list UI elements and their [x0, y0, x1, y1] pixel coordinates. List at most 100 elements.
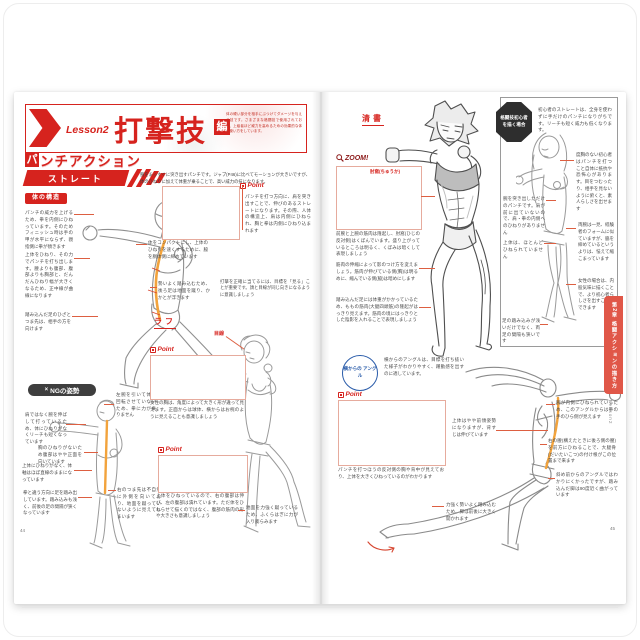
logo-text: ンチアクション: [40, 153, 141, 169]
gaze-label: 目線: [214, 331, 225, 337]
ng-annotation-toe: 右のつま先は不自然に外側を向いており、地面を蹴っていないように見えてしまいます: [117, 487, 161, 519]
annotation-calf: 地面を力強く蹴っているため、ふくらはぎに力が入り膨らみます: [246, 505, 298, 524]
lunge-figure-drawing: [367, 366, 622, 553]
point-icon: [338, 391, 344, 398]
leader-line: [74, 214, 94, 215]
page-stack-edge: [22, 607, 618, 608]
clean-drawing-label: 清書: [362, 113, 384, 126]
annotation-fist-twist: パンチの威力を上げるため、拳を内側にひねっています。そのためフィニッシュ時は手の…: [25, 210, 73, 249]
ng-annotation-pull: 左腕を引いて体を回転させていないため、拳に力が乗りません: [116, 392, 156, 418]
beginner-section-box: [500, 97, 618, 347]
leader-line: [421, 196, 435, 197]
magnifier-icon: [336, 154, 344, 162]
rough-figure-drawing: [222, 334, 311, 533]
beginner-badge: 格闘技初心者を描く場合: [496, 102, 532, 142]
side-angle-text: 横からのアングルは、目標を打ち抜いた様子がわかりやすく、躍動感を出すのに適してい…: [384, 357, 464, 376]
lesson-number: Lesson2: [66, 124, 109, 136]
leader-line: [544, 243, 556, 244]
breast-point-box: [150, 355, 246, 400]
annotation-lean: 上体はやや前傾姿勢になりますが、背すじは伸びています: [452, 418, 496, 437]
leader-line: [540, 324, 548, 325]
leader-line: [548, 478, 555, 479]
annotation-thigh-muscle: 踏み込んだ足には体重がかかっているため、ももの筋肉(大腿四頭筋)の隆起がはっきり…: [336, 297, 418, 323]
point-icon: [240, 182, 246, 189]
elbow-label: 肘窩(ちゅうか): [370, 169, 400, 174]
beginner-annotation-guard: 両腕は一見、経験者のフォームに似ていますが、脇を締めているというよりは、怯えて縮…: [578, 222, 614, 261]
leader-line: [419, 268, 435, 269]
beginner-intro: 初心者のストレートは、全身を使わずに手だけのパンチになりがちです。リーチも短く威…: [538, 107, 612, 133]
beginner-annotation-pigeon: 女性の場合は、内股気味に描くことで、より初心者らしさを出すことができます: [578, 278, 614, 310]
leader-line: [432, 506, 444, 507]
leader-line: [104, 404, 114, 405]
leader-line: [72, 316, 98, 317]
ng-annotation-chest: 胸のひねりがないため腹部はやや正面を向いています: [38, 445, 82, 464]
beginner-annotation-arm-only: 腕を突き出しただけのパンチです。肩が前に出ていないので、肩・拳の内側へのひねりが…: [503, 196, 545, 235]
leader-line: [78, 497, 92, 498]
leader-line: [108, 490, 116, 491]
point-label: Point: [338, 391, 362, 398]
leader-line: [150, 287, 157, 288]
leader-line: [84, 452, 98, 453]
page-stack-edge: [18, 604, 622, 605]
leader-line: [560, 160, 574, 161]
elbow-zoom-box: [336, 166, 422, 230]
annotation-elbow-zoom: 前腕と上腕の筋肉は隆起し、肘窩(ひじの反対側)はくぼんでいます。盛り上がっている…: [336, 231, 420, 257]
section-intro: 腕をまっすぐに突き出すパンチです。ジャブ(P46)に比べてモーションが大きいです…: [140, 172, 310, 185]
leader-line: [496, 430, 548, 431]
beginner-annotation-stance: 足の踏み込みが浅いだけでなく、両足の間隔も狭いです: [502, 318, 540, 344]
point-label: Point: [240, 182, 264, 189]
ng-x-icon: ×: [44, 387, 49, 393]
annotation-kick: 勢いよく踏み込むため、後ろ足は地面を蹴り、かかとが浮きます: [158, 281, 210, 300]
annotation-fist-palm: 腕が内側にひねられているため、このアングルからは拳の手のひら側が見えます: [556, 400, 618, 419]
annotation-shoulder: パンチを打つ方向に、肩を突き出すことで、伸びのあるストレートになります。その際、…: [245, 194, 311, 233]
page-number-right: 45: [610, 526, 616, 531]
point-icon: [158, 446, 164, 453]
annotation-back-twist: パンチを打つほうの反対側の胸や背中が見えており、上体を大きくひねっているのがわか…: [338, 467, 444, 479]
leader-line: [540, 444, 547, 445]
back-point-box: [338, 400, 446, 466]
annotation-stride: 力強く勢いよく踏み込むため、脚は前後に大きく開かれます: [446, 502, 496, 521]
annotation-bent-knee: 斜め前からのアングルではわかりにくかったですが、踏み込んだ脚は90度近く曲がって…: [556, 472, 618, 498]
leader-line: [136, 244, 147, 245]
leader-line: [566, 228, 576, 229]
ng-figure-drawing: [50, 399, 131, 549]
ng-pose-label: × NGの姿勢: [28, 384, 96, 396]
zoom-label: ZOOM!: [336, 154, 368, 162]
structure-label: 体の構造: [25, 193, 67, 204]
annotation-abdomen: 上体をひねっているので、右の腹部は伸び、左の腹部は潰れています。ただ体をひねらせ…: [156, 493, 244, 519]
leader-line: [74, 470, 92, 471]
annotation-gaze: 打撃を正確に当てるには、目標を「見る」ことが重要です。顔と目線が同じ向きになるよ…: [220, 279, 310, 297]
chapter-tab: 第2章 格闘アクションの描き方: [604, 296, 623, 394]
point-label: Point: [150, 346, 174, 353]
beginner-annotation-fear: 度胸のない初心者はパンチを打つこと自体に抵抗や恐怖心があります。目をつむったり、…: [576, 152, 612, 211]
annotation-torso-twist: 上体をひねり、その力でパンチを打ち出します。腰よりも腹部、腹部よりも胸部と、だん…: [25, 252, 73, 298]
annotation-muscle-shading: 筋肉の伸縮によって影のつけ方を変えましょう。筋肉が伸びている側(胸)は明るめに、…: [336, 262, 418, 281]
punch-action-logo: パ ンチアクション: [25, 152, 141, 169]
ng-annotation-step: 拳と違う方向に足を踏み出しています。踏み込みも浅く、前後の足の間隔が狭くなってい…: [23, 490, 77, 516]
clean-figure-drawing: [385, 100, 492, 357]
logo-first-char: パ: [25, 152, 39, 167]
leader-line: [238, 510, 245, 511]
fist-zoom-box: [162, 186, 240, 240]
annotation-hip-twist: 右の腰(構えたときに後ろ側の腰)を前方にひねることで、大腿骨(だいたいこつ)の付…: [548, 438, 616, 464]
annotation-breast: 女性の胸は、角度によって大きく形が違って見えます。正面からは球体、横からはお椀の…: [150, 400, 244, 419]
ng-annotation-axis: 上体にひねりがなく、体軸はほぼ直線のままになっています: [22, 463, 72, 482]
annotation-compact: 体をコンパクトにし、上体のひねりを速くするために、脇を胴体側に締めています: [148, 240, 208, 259]
leader-line: [242, 186, 243, 230]
straight-section-label: ストレート: [22, 170, 130, 186]
banner-arrow-icon: [29, 109, 61, 147]
leader-line: [566, 284, 576, 285]
abdomen-point-box: [158, 455, 248, 493]
lesson-title: 打撃技: [114, 116, 208, 148]
lesson-blurb: 体の硬い部分を相手にぶつけてダメージを与える技です。さまざまな格闘技で使用されて…: [226, 112, 302, 134]
lesson-title-suffix: 編: [214, 119, 230, 135]
lesson-banner: Lesson2 打撃技 編 体の硬い部分を相手にぶつけてダメージを与える技です。…: [25, 104, 307, 153]
leader-line: [74, 258, 90, 259]
leader-line: [419, 307, 431, 308]
beginner-figure-drawing: [516, 132, 577, 323]
side-angle-badge: 横からの アングル: [342, 355, 378, 391]
rough-label: ラフ: [154, 316, 176, 329]
leader-line: [66, 424, 86, 425]
chapter-tab-lesson: Lesson2: [608, 400, 613, 425]
